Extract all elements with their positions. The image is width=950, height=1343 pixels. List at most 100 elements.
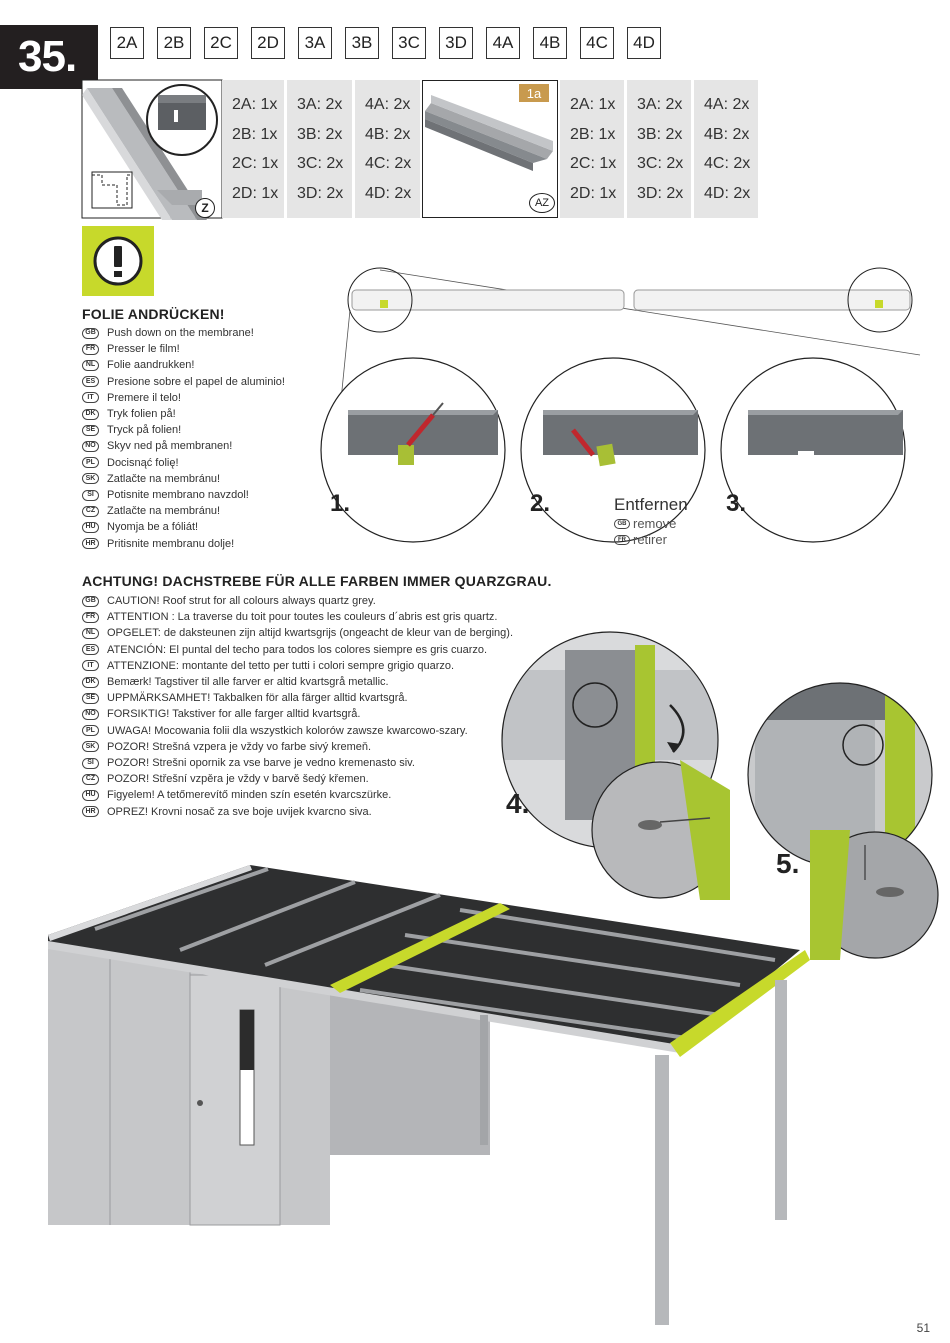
translation-text: UPPMÄRKSAMHET! Takbalken för alla färger… bbox=[107, 692, 408, 705]
translation-text: CAUTION! Roof strut for all colours alwa… bbox=[107, 595, 376, 607]
translation-row: HU Figyelem! A tetőmerevítő minden szín e… bbox=[82, 787, 513, 803]
substep-3-label: 3. bbox=[726, 490, 747, 517]
variant-box-3d: 3D bbox=[439, 27, 473, 59]
language-badge: PL bbox=[82, 457, 99, 469]
translation-text: POZOR! Strešná vzpera je vždy vo farbe s… bbox=[107, 740, 372, 753]
language-badge: SI bbox=[82, 489, 99, 501]
language-badge: NL bbox=[82, 360, 99, 371]
flat-bar-illustration bbox=[425, 95, 553, 171]
language-badge: CZ bbox=[82, 773, 99, 785]
detail-circle-5-zoom bbox=[810, 830, 939, 960]
translation-text: Zatlačte na membránu! bbox=[107, 472, 221, 485]
variant-box-2b: 2B bbox=[157, 27, 191, 59]
translation-text: Premere il telo! bbox=[107, 391, 181, 404]
warning-panel bbox=[82, 226, 154, 296]
translation-row: CZ POZOR! Střešní vzpěra je vždy v barvě … bbox=[82, 771, 513, 787]
part-2-box-label: 1a bbox=[519, 84, 549, 102]
caution-title: ACHTUNG! DACHSTREBE FÜR ALLE FARBEN IMME… bbox=[82, 573, 552, 589]
remove-translation-text: retirer bbox=[633, 532, 667, 547]
translation-row: NL OPGELET: de daksteunen zijn altijd kwa… bbox=[82, 625, 513, 641]
translation-text: FORSIKTIG! Takstiver for alle farger all… bbox=[107, 708, 361, 721]
translation-text: Nyomja be a fóliát! bbox=[107, 521, 199, 534]
language-badge: HR bbox=[82, 538, 99, 550]
translation-text: POZOR! Střešní vzpěra je vždy v barvě še… bbox=[107, 773, 369, 786]
translation-row: PL UWAGA! Mocowania folii dla wszystkich … bbox=[82, 723, 513, 739]
part-1-badge: Z bbox=[195, 198, 215, 218]
language-badge: NO bbox=[82, 709, 99, 721]
substep-2-label: 2. bbox=[530, 490, 551, 517]
variant-box-2d: 2D bbox=[251, 27, 285, 59]
translation-text: Presione sobre el papel de aluminio! bbox=[107, 375, 285, 388]
language-badge: FR bbox=[614, 534, 630, 545]
detail-circle-2 bbox=[520, 357, 706, 543]
translation-text: Pritisnite membranu dolje! bbox=[107, 537, 235, 550]
translation-row: ES ATENCIÓN: El puntal del techo para tod… bbox=[82, 642, 513, 658]
shed-carport-illustration bbox=[48, 865, 810, 1325]
language-badge: ES bbox=[82, 644, 99, 656]
detail-circle-4-zoom bbox=[591, 760, 730, 900]
language-badge: HU bbox=[82, 790, 99, 802]
translation-text: Zatlačte na membránu! bbox=[107, 505, 221, 518]
language-badge: FR bbox=[82, 343, 99, 355]
variant-box-3a: 3A bbox=[298, 27, 332, 59]
language-badge: SE bbox=[82, 424, 99, 436]
variant-box-3b: 3B bbox=[345, 27, 379, 59]
translation-text: OPGELET: de daksteunen zijn altijd kwart… bbox=[107, 627, 513, 640]
translation-row: ES Presione sobre el papel de aluminio! bbox=[82, 374, 285, 390]
translation-row: NL Folie aandrukken! bbox=[82, 357, 285, 373]
translation-row: HR Pritisnite membranu dolje! bbox=[82, 536, 285, 552]
translation-text: OPREZ! Krovni nosač za sve boje uvijek k… bbox=[107, 805, 372, 818]
remove-translation-text: remove bbox=[633, 516, 677, 531]
language-badge: SE bbox=[82, 692, 99, 704]
language-badge: ES bbox=[82, 376, 99, 388]
language-badge: GB bbox=[82, 595, 99, 607]
translation-text: Presser le film! bbox=[107, 343, 180, 356]
variant-box-2c: 2C bbox=[204, 27, 238, 59]
part-2-badge: AZ bbox=[529, 193, 555, 213]
substep-5-label: 5. bbox=[776, 848, 800, 879]
language-badge: NL bbox=[82, 628, 99, 639]
language-badge: GB bbox=[614, 518, 630, 529]
language-badge: IT bbox=[82, 660, 99, 672]
strut-overview-illustration bbox=[339, 267, 921, 411]
translation-text: Figyelem! A tetőmerevítő minden szín ese… bbox=[107, 789, 392, 802]
roof-strut-illustration bbox=[81, 79, 223, 220]
language-badge: HU bbox=[82, 522, 99, 534]
translation-text: UWAGA! Mocowania folii dla wszystkich ko… bbox=[107, 724, 468, 737]
translation-row: HU Nyomja be a fóliát! bbox=[82, 519, 285, 535]
variant-box-4d: 4D bbox=[627, 27, 661, 59]
translation-text: Folie aandrukken! bbox=[107, 359, 195, 372]
translation-text: Bemærk! Tagstiver til alle farver er alt… bbox=[107, 676, 389, 689]
translation-text: ATENCIÓN: El puntal del techo para todos… bbox=[107, 643, 488, 656]
substep-1-label: 1. bbox=[330, 490, 351, 517]
translation-row: FR Presser le film! bbox=[82, 341, 285, 357]
substep-4-label: 4. bbox=[506, 788, 530, 819]
translation-row: SE UPPMÄRKSAMHET! Takbalken för alla färg… bbox=[82, 690, 513, 706]
variant-box-4b: 4B bbox=[533, 27, 567, 59]
translation-row: NO FORSIKTIG! Takstiver for alle farger a… bbox=[82, 706, 513, 722]
language-badge: NO bbox=[82, 441, 99, 453]
variant-box-3c: 3C bbox=[392, 27, 426, 59]
variant-box-4a: 4A bbox=[486, 27, 520, 59]
variant-box-4c: 4C bbox=[580, 27, 614, 59]
translation-text: ATTENTION : La traverse du toit pour tou… bbox=[107, 611, 498, 624]
language-badge: PL bbox=[82, 725, 99, 737]
translation-text: POZOR! Strešni opornik za vse barve je v… bbox=[107, 757, 415, 770]
detail-circle-3 bbox=[720, 357, 906, 543]
translation-text: Potisnite membrano navzdol! bbox=[107, 489, 249, 502]
warning-title: FOLIE ANDRÜCKEN! bbox=[82, 306, 225, 322]
